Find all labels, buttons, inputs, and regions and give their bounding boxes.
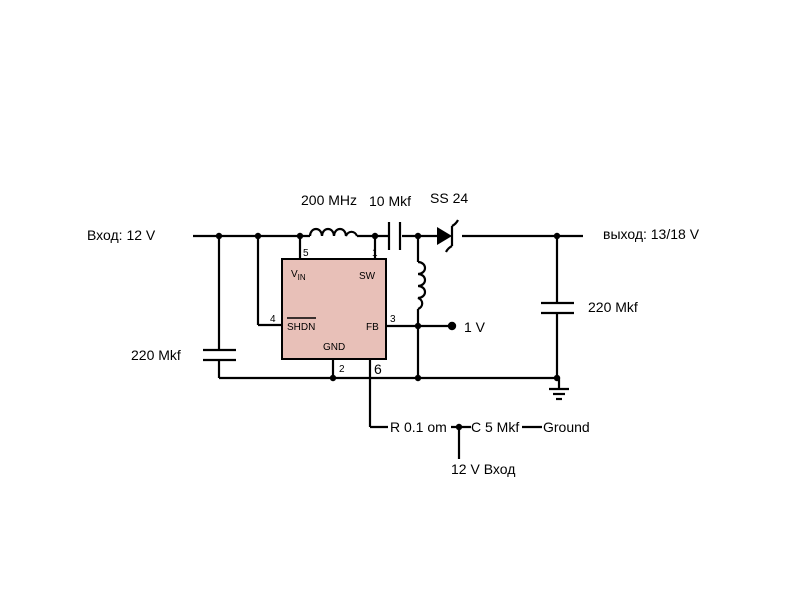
pin-1-label: 1: [372, 248, 378, 259]
series-capacitor: [387, 222, 402, 250]
chip-gnd-label: GND: [323, 342, 345, 353]
pin-6-label: 6: [374, 361, 382, 377]
output-cap-label: 220 Mkf: [588, 299, 638, 315]
input2-label: 12 V Вход: [451, 461, 515, 477]
output-capacitor: [541, 236, 574, 378]
chip-fb-label: FB: [366, 322, 379, 333]
shdn-wire: [256, 236, 282, 327]
fb-voltage-label: 1 V: [464, 319, 486, 335]
pin-5-label: 5: [303, 248, 309, 259]
ic-chip: [281, 258, 387, 360]
input-cap-label: 220 Mkf: [131, 347, 181, 363]
resistor-label: R 0.1 om: [390, 419, 447, 435]
pin-2-label: 2: [339, 364, 345, 375]
input-label: Вход: 12 V: [87, 227, 156, 243]
series-cap-label: 10 Mkf: [369, 193, 411, 209]
pin6-wire: [368, 359, 388, 429]
schottky-diode: [437, 219, 459, 253]
inductor-vertical: [416, 236, 427, 378]
ground-label: Ground: [543, 419, 590, 435]
pin-4-label: 4: [270, 314, 276, 325]
ground-symbol: [549, 378, 569, 401]
cap5-label: C 5 Mkf: [471, 419, 519, 435]
chip-sw-label: SW: [359, 271, 376, 282]
junction-dots: [215, 232, 561, 431]
chip-shdn-label: SHDN: [287, 322, 315, 333]
pin-3-label: 3: [390, 314, 396, 325]
inductor-200mhz: [308, 227, 359, 237]
input-capacitor: [203, 236, 236, 378]
output-label: выход: 13/18 V: [603, 226, 700, 242]
diode-label: SS 24: [430, 190, 468, 206]
chip-vin-label: VIN: [291, 269, 306, 282]
inductor-label: 200 MHz: [301, 192, 357, 208]
